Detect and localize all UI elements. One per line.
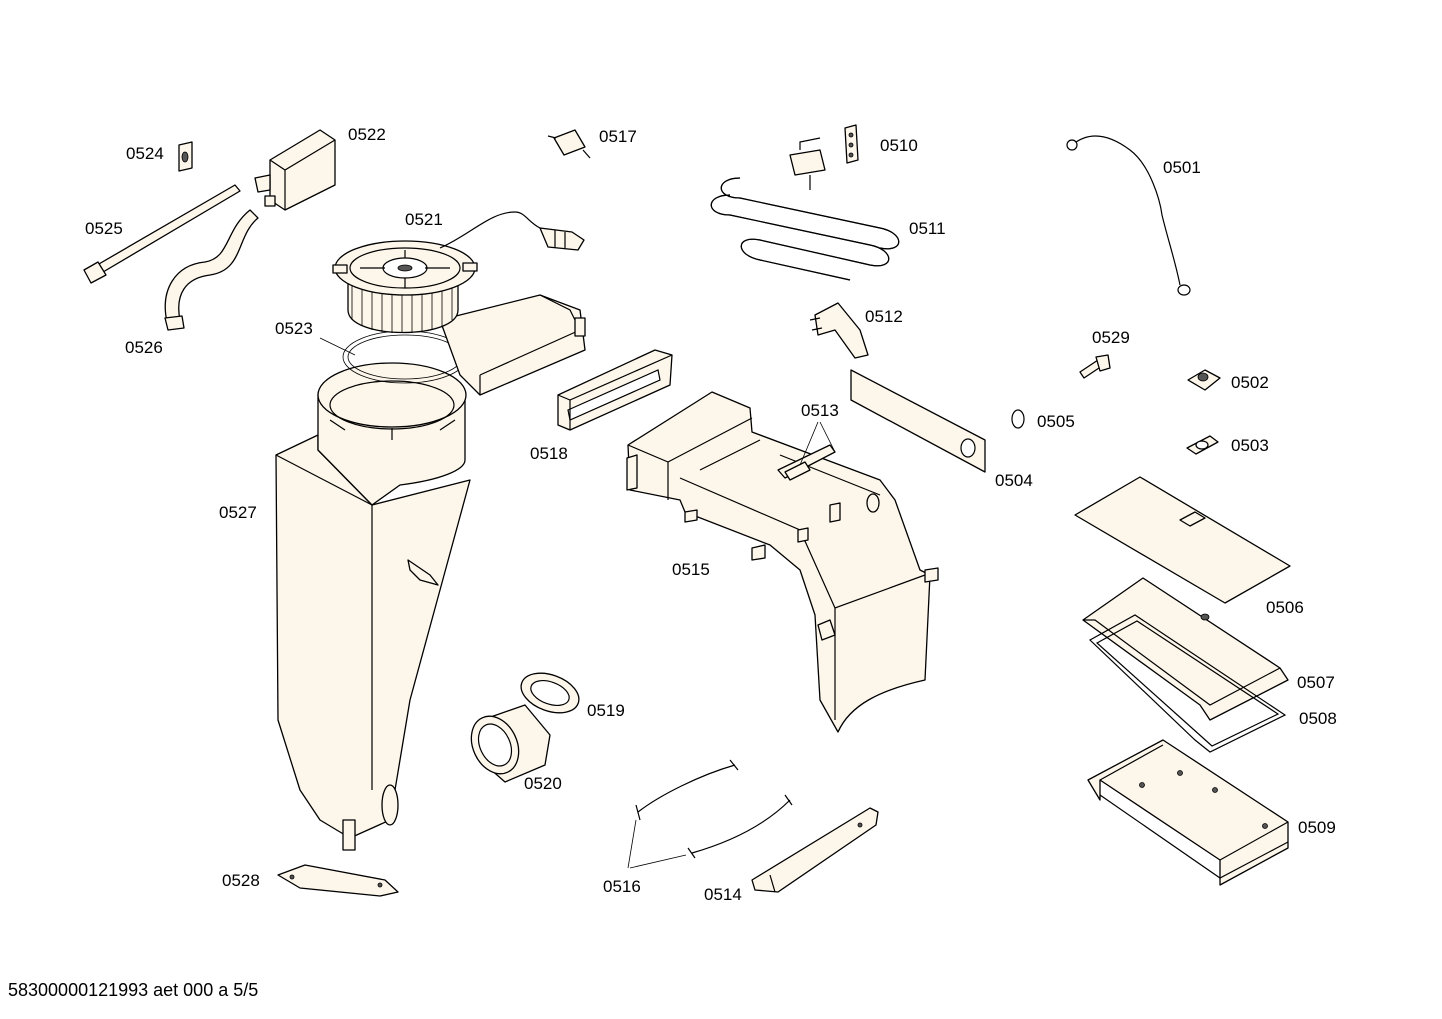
label-0514: 0514 bbox=[704, 885, 742, 904]
leader-0513 bbox=[799, 421, 836, 466]
label-0525: 0525 bbox=[85, 219, 123, 238]
label-0517: 0517 bbox=[599, 127, 637, 146]
part-0501-sensor-wire bbox=[1066, 135, 1191, 296]
label-0506: 0506 bbox=[1266, 598, 1304, 617]
part-0508-gasket-frame bbox=[1088, 614, 1287, 753]
label-0501: 0501 bbox=[1163, 158, 1201, 177]
label-0519: 0519 bbox=[587, 701, 625, 720]
part-0506-lid bbox=[1074, 476, 1291, 604]
label-0504: 0504 bbox=[995, 471, 1033, 490]
label-0511: 0511 bbox=[909, 219, 946, 238]
label-0507: 0507 bbox=[1297, 673, 1335, 692]
part-0503-gasket bbox=[1186, 435, 1219, 455]
part-0510-bracket bbox=[844, 124, 859, 164]
label-0508: 0508 bbox=[1299, 709, 1337, 728]
part-0521-air-duct bbox=[439, 294, 586, 396]
label-0512: 0512 bbox=[865, 307, 903, 326]
part-0515-housing bbox=[626, 391, 939, 733]
label-0527: 0527 bbox=[219, 503, 257, 522]
label-0528: 0528 bbox=[222, 871, 260, 890]
label-0516: 0516 bbox=[603, 877, 641, 896]
label-0524: 0524 bbox=[126, 144, 164, 163]
label-0505: 0505 bbox=[1037, 412, 1075, 431]
label-0529: 0529 bbox=[1092, 328, 1130, 347]
label-0526: 0526 bbox=[125, 338, 163, 357]
part-0502-thermostat bbox=[1187, 369, 1221, 391]
document-reference: 58300000121993 aet 000 a 5/5 bbox=[8, 980, 259, 1000]
part-0514-bracket bbox=[751, 807, 879, 893]
label-0502: 0502 bbox=[1231, 373, 1269, 392]
part-0522-capacitor bbox=[254, 129, 336, 211]
part-0509-cover bbox=[1087, 739, 1289, 886]
label-0509: 0509 bbox=[1298, 818, 1336, 837]
part-0517-fuse bbox=[547, 129, 591, 159]
part-0518-frame bbox=[557, 349, 673, 431]
part-0524-clip bbox=[178, 141, 193, 172]
part-0525-rod bbox=[83, 184, 241, 284]
part-0512-bracket bbox=[809, 302, 869, 359]
part-0519-grommet bbox=[520, 672, 580, 714]
part-0505-ring bbox=[1011, 409, 1025, 429]
part-0529-screw bbox=[1079, 354, 1111, 379]
label-0523: 0523 bbox=[275, 319, 313, 338]
label-0520: 0520 bbox=[524, 774, 562, 793]
label-0518: 0518 bbox=[530, 444, 568, 463]
label-0503: 0503 bbox=[1231, 436, 1269, 455]
label-0522: 0522 bbox=[348, 125, 386, 144]
label-0521: 0521 bbox=[405, 210, 443, 229]
part-0527-tank bbox=[275, 362, 471, 851]
label-0515: 0515 bbox=[672, 560, 710, 579]
label-0510: 0510 bbox=[880, 136, 918, 155]
part-0528-bracket bbox=[277, 864, 399, 897]
leader-0523 bbox=[319, 337, 356, 356]
part-0520-connector bbox=[470, 704, 551, 783]
part-0504-plate bbox=[850, 369, 986, 473]
part-0511-heating-element bbox=[710, 137, 900, 281]
label-0513: 0513 bbox=[801, 401, 839, 420]
part-0526-hose bbox=[164, 209, 259, 331]
part-0521-fan-motor bbox=[332, 211, 585, 334]
part-0516-wire-clips bbox=[627, 759, 793, 869]
